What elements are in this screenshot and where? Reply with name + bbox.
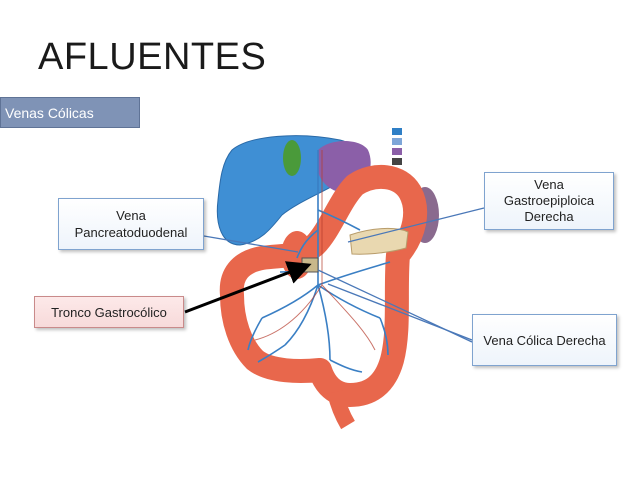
pointer-colica-derecha-2 bbox=[317, 269, 473, 343]
pointer-pancreatoduodenal bbox=[203, 235, 299, 253]
callout-pancreatoduodenal: Vena Pancreatoduodenal bbox=[58, 198, 204, 250]
gallbladder bbox=[283, 140, 301, 176]
venous-network bbox=[247, 150, 391, 373]
section-tag: Venas Cólicas bbox=[0, 97, 140, 128]
arterial-network bbox=[254, 150, 376, 351]
callout-gastroepiploica: Vena Gastroepiploica Derecha bbox=[484, 172, 614, 230]
pancreas bbox=[349, 227, 409, 255]
arrow-gastrocolico bbox=[184, 261, 312, 314]
slide-title: AFLUENTES bbox=[38, 36, 267, 78]
gastrocolic-trunk-marker bbox=[301, 257, 319, 273]
callout-gastrocolico: Tronco Gastrocólico bbox=[34, 296, 184, 328]
callout-line: Gastroepiploica bbox=[503, 193, 595, 208]
callout-line: Pancreatoduodenal bbox=[74, 225, 188, 240]
color-legend-swatches bbox=[392, 128, 402, 165]
callout-text: Tronco Gastrocólico bbox=[51, 304, 167, 320]
rectum bbox=[327, 390, 355, 430]
pointer-gastroepiploica bbox=[347, 207, 485, 243]
colon bbox=[219, 164, 428, 407]
callout-line: Vena bbox=[116, 208, 146, 223]
callout-colica-derecha: Vena Cólica Derecha bbox=[472, 314, 617, 366]
callout-line: Derecha bbox=[524, 209, 574, 224]
callout-line: Vena bbox=[534, 177, 564, 192]
callout-text: Vena Cólica Derecha bbox=[483, 332, 606, 348]
